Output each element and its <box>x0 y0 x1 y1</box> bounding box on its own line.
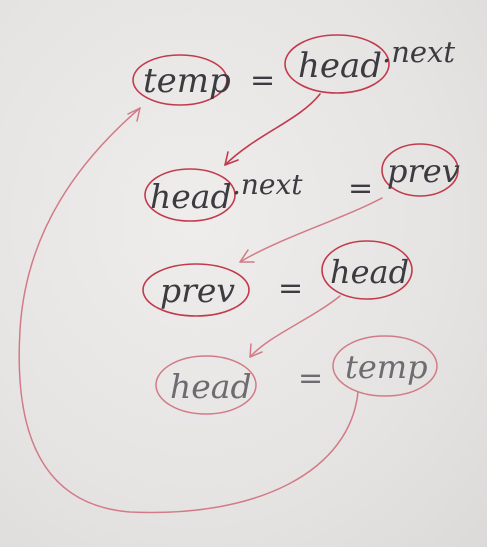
line1-rhs-suffix: .next <box>382 35 455 69</box>
arrow-temp-loop <box>18 107 359 514</box>
arrow-head-to-headnext <box>224 93 321 166</box>
circle-temp-line1 <box>132 54 228 106</box>
circle-head-line1 <box>284 34 390 94</box>
arrow-head-to-head <box>249 295 341 358</box>
line3-equals: = <box>278 271 303 306</box>
line4-lhs: head <box>170 367 252 406</box>
line1-lhs: temp <box>143 61 231 101</box>
line1-equals: = <box>250 63 275 98</box>
circle-head-line2 <box>144 168 236 222</box>
line4-equals: = <box>298 361 323 396</box>
circle-temp-line4 <box>332 335 438 397</box>
circle-prev-line2 <box>381 143 459 197</box>
circle-head-line4 <box>155 355 257 415</box>
arrow-head-to-headnext-tip <box>224 151 239 166</box>
arrow-temp-loop-tip <box>127 107 141 122</box>
line3-rhs: head <box>330 253 409 291</box>
arrow-prev-to-prev-tip <box>239 249 255 263</box>
circle-prev-line3 <box>142 263 250 317</box>
line2-lhs: head <box>150 177 232 216</box>
line2-lhs-suffix: .next <box>232 168 303 201</box>
circle-head-line3 <box>321 240 413 300</box>
arrow-prev-to-prev <box>239 197 383 263</box>
line2-equals: = <box>348 171 373 206</box>
line2-rhs: prev <box>387 152 460 190</box>
line1-rhs: head <box>298 46 382 86</box>
line3-lhs: prev <box>160 271 235 310</box>
line4-rhs: temp <box>345 348 428 386</box>
arrow-head-to-head-tip <box>249 343 263 358</box>
